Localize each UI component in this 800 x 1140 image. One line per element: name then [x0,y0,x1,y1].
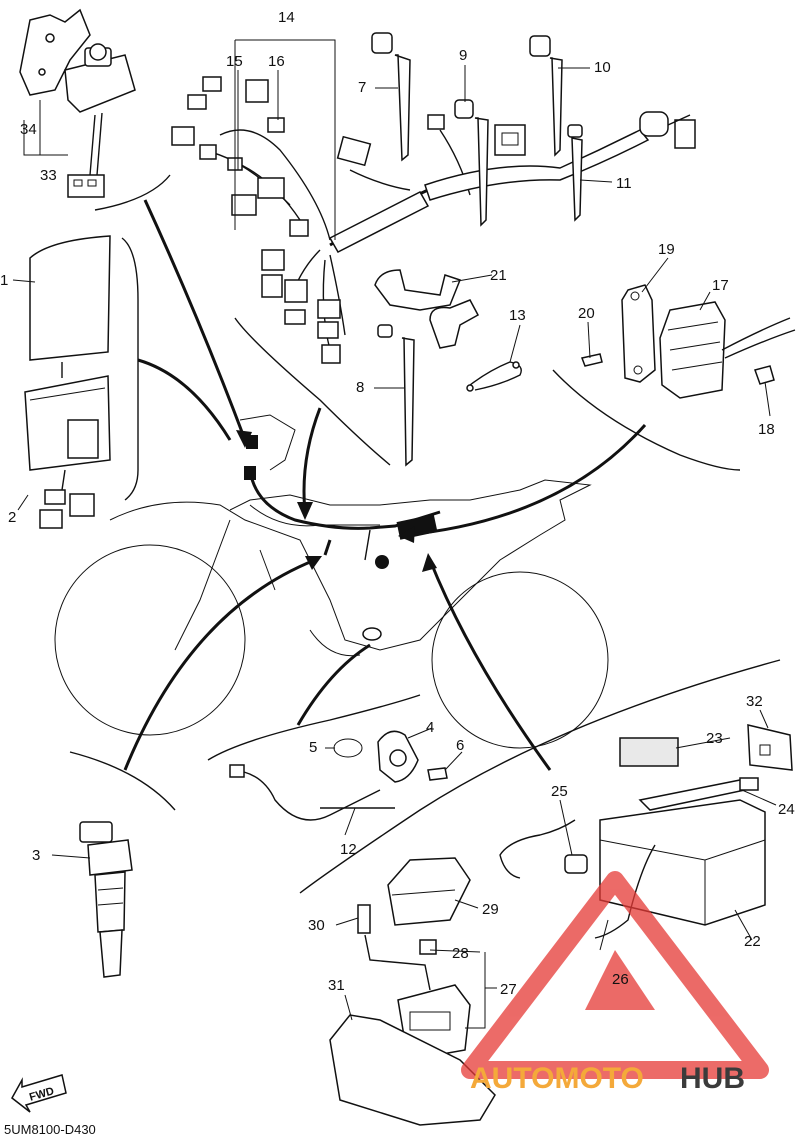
callout-6: 6 [456,737,464,754]
part-rectifier-regulator [580,284,796,399]
part-clamps [374,269,522,392]
callout-16: 16 [268,53,285,70]
fwd-arrow-icon [11,1074,67,1113]
part-pickup-sensor [229,730,448,821]
part-cable-ties [371,32,583,467]
callout-7: 7 [358,79,366,96]
callout-11: 11 [616,175,632,192]
callout-9: 9 [459,47,467,64]
part-starter-relay [329,857,496,1126]
group-brackets [69,174,781,894]
callout-20: 20 [578,305,595,322]
callout-14: 14 [278,9,295,26]
part-relay-bracket [19,8,136,198]
callout-32: 32 [746,693,763,710]
diagram-code: 5UM8100-D430 [4,1122,96,1137]
watermark-text-hub: HUB [680,1062,745,1095]
callout-23: 23 [706,730,723,747]
callout-3: 3 [32,847,40,864]
callout-19: 19 [658,241,675,258]
callout-28: 28 [452,945,469,962]
callout-10: 10 [594,59,611,76]
callout-21: 21 [490,267,507,284]
part-cdi-unit [24,235,111,529]
callout-31: 31 [328,977,345,994]
callout-2: 2 [8,509,16,526]
callout-17: 17 [712,277,729,294]
callout-1: 1 [0,272,8,289]
part-ignition-coil [79,821,133,978]
part-battery [499,724,793,939]
callout-22: 22 [744,933,761,950]
callout-labels: 1 2 3 4 5 6 7 8 9 10 11 12 13 14 15 16 1… [0,9,795,998]
callout-15: 15 [226,53,243,70]
motorcycle-outline [54,479,609,749]
callout-12: 12 [340,841,357,858]
callout-13: 13 [509,307,526,324]
callout-18: 18 [758,421,775,438]
callout-26: 26 [612,971,629,988]
callout-8: 8 [356,379,364,396]
callout-25: 25 [551,783,568,800]
callout-33: 33 [40,167,57,184]
callout-27: 27 [500,981,517,998]
callout-34: 34 [20,121,37,138]
watermark-logo [461,871,769,1079]
callout-29: 29 [482,901,499,918]
callout-5: 5 [309,739,317,756]
watermark-text-automoto: AUTOMOTO [470,1062,644,1095]
callout-24: 24 [778,801,795,818]
callout-30: 30 [308,917,325,934]
callout-leaders [12,39,777,1029]
callout-4: 4 [426,719,434,736]
leader-arrows [123,199,647,771]
